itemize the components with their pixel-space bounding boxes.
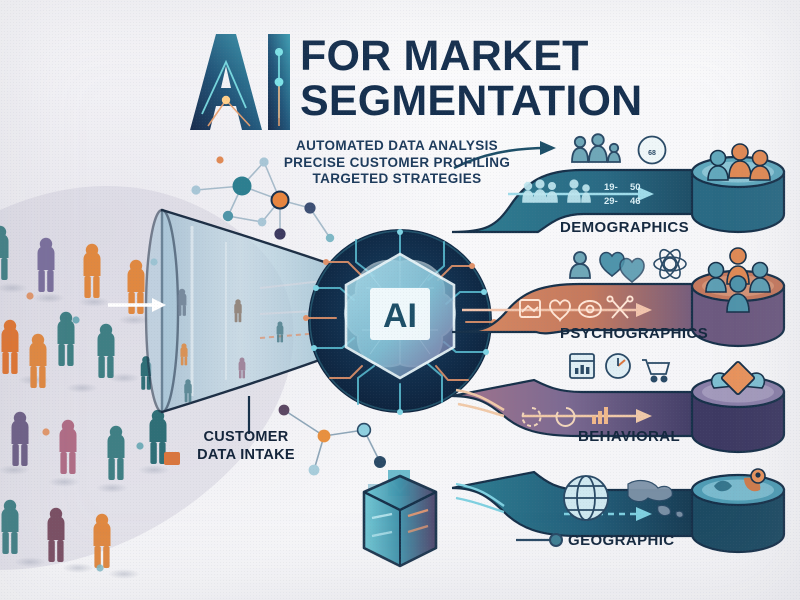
- title-line-2: SEGMENTATION: [300, 77, 643, 125]
- segment-ribbon-demographics[interactable]: 68 19- 50 29- 46: [452, 128, 800, 238]
- crowd-of-people-icon: [0, 225, 180, 579]
- ai-logo-icon: [190, 34, 290, 130]
- intake-caption-line-2: DATA INTAKE: [197, 447, 295, 463]
- segment-ribbon-geographic[interactable]: [452, 450, 800, 570]
- demographics-stat-2-right: 46: [630, 196, 641, 207]
- data-container-icon: [362, 470, 438, 568]
- title-line-1: FOR MARKET: [300, 32, 589, 80]
- segment-ribbon-psychographics[interactable]: [452, 240, 800, 350]
- subtitle-block: AUTOMATED DATA ANALYSIS PRECISE CUSTOMER…: [272, 138, 522, 188]
- hub-label: AI: [383, 297, 417, 335]
- demographics-stat-2-left: 29-: [604, 196, 618, 207]
- intake-leader-line: [247, 396, 251, 434]
- segment-label-geographic: GEOGRAPHIC: [568, 532, 675, 549]
- title-block: FOR MARKET SEGMENTATION: [188, 28, 658, 148]
- title-text: FOR MARKET SEGMENTATION: [300, 34, 660, 124]
- geographic-leader-icon: [516, 533, 563, 547]
- segment-label-behavioral: BEHAVIORAL: [578, 428, 681, 445]
- demographics-stat-1-right: 50: [630, 182, 641, 193]
- subtitle-line-3: TARGETED STRATEGIES: [312, 171, 482, 186]
- network-sprig-icon: [278, 404, 386, 495]
- intake-arrow-icon: [108, 298, 166, 312]
- intake-caption-line-1: CUSTOMER: [203, 429, 289, 445]
- segment-label-psychographics: PSYCHOGRAPHICS: [560, 325, 709, 342]
- demographics-badge-value: 68: [648, 150, 656, 157]
- network-graph-icon: [191, 156, 335, 243]
- demographics-stat-1-left: 19-: [604, 182, 618, 193]
- ai-hub[interactable]: AI: [296, 226, 504, 416]
- segment-ribbon-behavioral[interactable]: [452, 350, 800, 460]
- segment-label-demographics: DEMOGRAPHICS: [560, 219, 689, 236]
- intake-caption: CUSTOMER DATA INTAKE: [176, 428, 316, 464]
- subtitle-line-2: PRECISE CUSTOMER PROFILING: [283, 154, 511, 170]
- subtitle-line-1: AUTOMATED DATA ANALYSIS: [295, 138, 499, 153]
